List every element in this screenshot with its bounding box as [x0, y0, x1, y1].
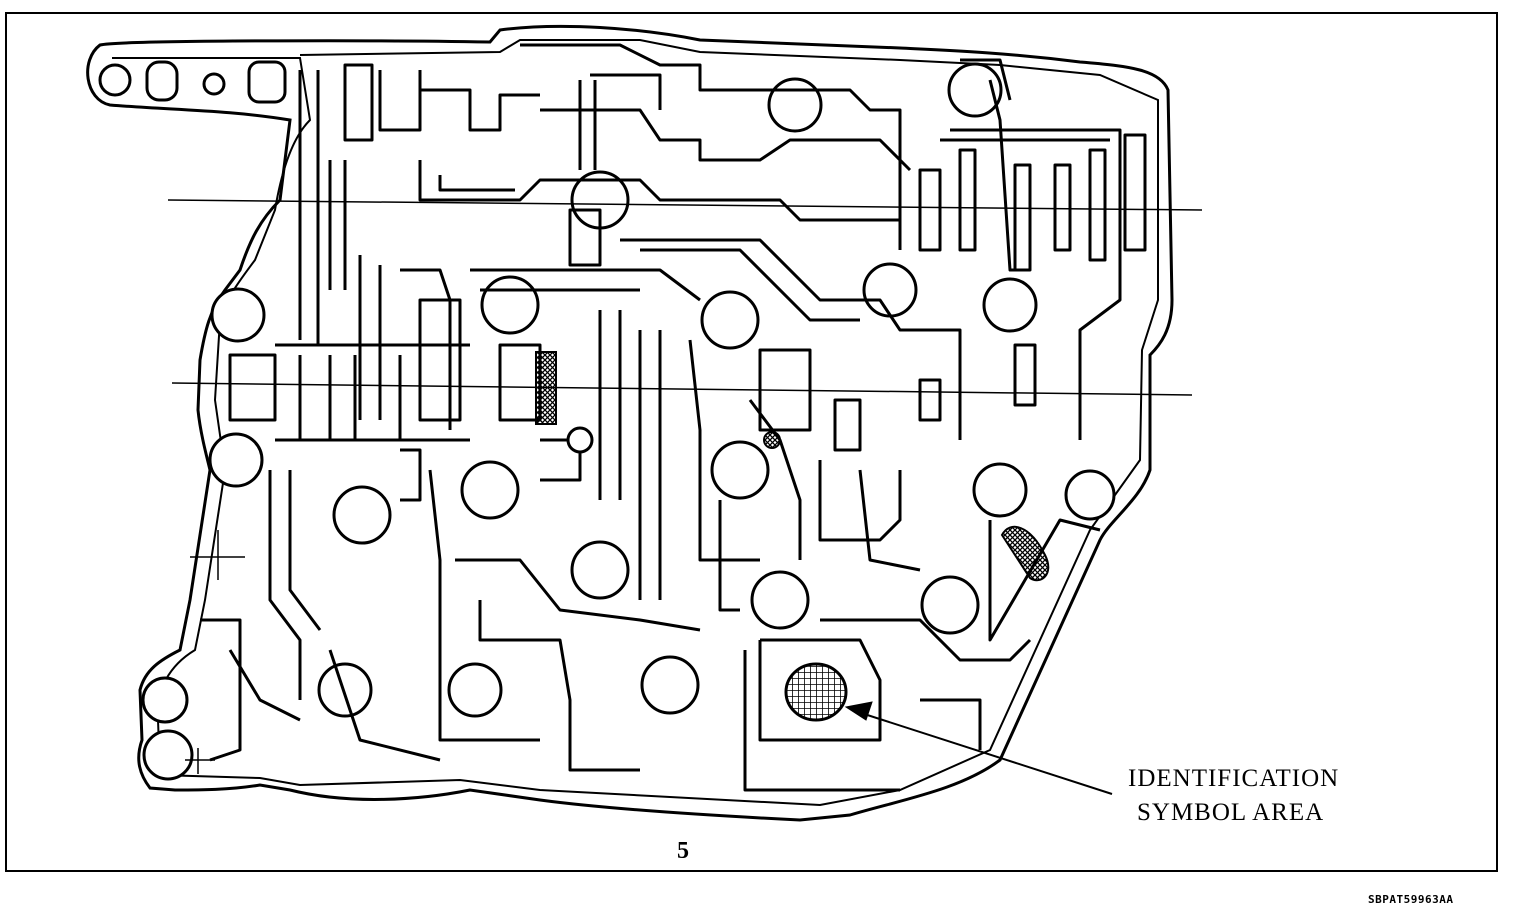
check-ball: [763, 431, 781, 449]
valve-bores: [141, 62, 1116, 781]
plug-fitting: [566, 426, 594, 454]
figure-border: [5, 12, 1498, 872]
part-code: SBPAT59963AA: [1368, 893, 1454, 906]
valve-body-inner-outline: [112, 39, 1159, 807]
mounting-holes: [98, 60, 287, 104]
callout-leader: [844, 701, 1113, 795]
fluid-channels: [200, 43, 1147, 792]
hatched-plug: [535, 351, 557, 425]
hatched-screen: [1000, 525, 1050, 582]
valve-body-outline: [86, 24, 1174, 822]
callout-label-line-1: IDENTIFICATION: [1128, 765, 1340, 792]
identification-symbol-area: [784, 662, 848, 722]
section-lines: [167, 199, 1203, 774]
callout-label-line-2: SYMBOL AREA: [1137, 799, 1325, 826]
figure-number: 5: [677, 838, 689, 864]
